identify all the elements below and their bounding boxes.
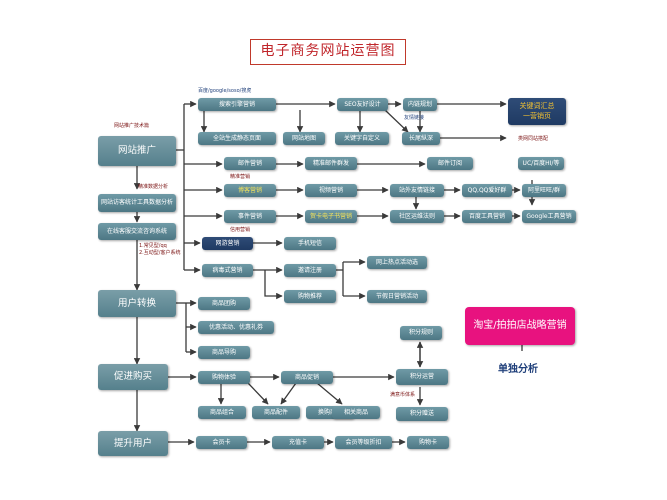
node-ali-wangwang: 阿里旺旺/群: [522, 184, 566, 197]
node-related-products: 相关商品: [332, 406, 380, 419]
node-sms: 手机短信: [284, 237, 336, 250]
node-product-promo: 商品促销: [281, 371, 333, 384]
note-tech: 网站推广技术篇: [114, 123, 150, 129]
node-promote-purchase: 促进购买: [98, 364, 168, 390]
node-static-pages: 全站生成静态页面: [198, 132, 276, 145]
node-user-conversion: 用户转换: [98, 290, 176, 317]
note-precise-marketing: 精准营销: [230, 174, 251, 180]
node-seo-design: SEO友好设计: [337, 98, 388, 111]
node-stats-tool: 网站访客统计工具数据分析: [98, 194, 176, 212]
node-uc-baidu: UC/百度HI/等: [518, 157, 564, 170]
node-points-ops: 积分运营: [396, 369, 448, 385]
node-network-games: 网游营销: [202, 237, 253, 250]
note-credit: 信用营销: [230, 227, 251, 233]
node-precise-email: 精准邮件群发: [305, 157, 357, 170]
node-invite: 邀请注册: [284, 264, 336, 277]
node-holiday-events: 节假日营销活动: [367, 290, 427, 303]
node-blog-marketing: 博客营销: [224, 184, 276, 197]
node-website-promotion: 网站推广: [98, 136, 176, 166]
node-community: 社区运维法则: [390, 210, 444, 223]
node-product-accessory: 商品配件: [252, 406, 300, 419]
node-keyword-custom: 关键字自定义: [335, 132, 389, 145]
node-discount: 优惠活动、优惠礼券: [198, 321, 274, 334]
node-product-guide: 商品导购: [198, 346, 250, 359]
node-shopping-recommend: 购物推荐: [284, 290, 336, 303]
node-long-tail: 长尾纵深: [402, 132, 440, 145]
note-consult-tools: 1.常见型/qq 2.互动型/客户系统: [139, 243, 181, 256]
note-baidu-google: 百度/google/soso/搜虎: [198, 88, 252, 94]
node-group-buy: 商品团购: [198, 297, 250, 310]
node-taobao-strategy: 淘宝/拍拍店战略营销: [465, 307, 575, 345]
node-inner-link: 内链规划: [403, 98, 437, 111]
node-email-marketing: 邮件营销: [224, 157, 276, 170]
node-qq-group: QQ,QQ爱好群: [462, 184, 512, 197]
node-member-level: 会员等级折扣: [335, 436, 392, 449]
node-upgrade-users: 提升用户: [98, 431, 168, 456]
note-points-system: 满意币体系: [390, 392, 416, 398]
node-google-tools: Google工具营销: [522, 210, 576, 223]
label-separate-analysis: 单独分析: [498, 364, 538, 375]
node-email-subscribe: 邮件订阅: [427, 157, 473, 170]
node-points-rules: 积分规则: [400, 326, 442, 340]
node-shopping-experience: 购物体验: [198, 371, 250, 384]
node-keyword-summary: 关键词汇总 一营销页: [508, 98, 566, 125]
diagram-title: 电子商务网站运营图: [250, 39, 406, 65]
node-ebook-marketing: 贺卡电子书营销: [305, 210, 357, 223]
node-product-combo: 商品组合: [198, 406, 246, 419]
node-viral: 病毒式营销: [202, 264, 253, 277]
node-points-gift: 积分赠送: [396, 407, 448, 421]
note-friendly-link: 友情链接: [404, 115, 425, 121]
node-baidu-tools: 百度工具营销: [462, 210, 512, 223]
node-consult-system: 在线客服交流咨询系统: [98, 223, 176, 240]
note-ad-network: 类网同站搭配: [518, 136, 549, 142]
node-recharge-card: 充值卡: [272, 436, 324, 449]
note-data-analysis: 精准数据分析: [138, 184, 169, 190]
node-shopping-card: 购物卡: [407, 436, 449, 449]
node-event-marketing: 事件营销: [224, 210, 276, 223]
node-online-events: 网上热点活动选: [367, 256, 427, 269]
node-video-marketing: 视频营销: [305, 184, 357, 197]
node-search-engine: 搜索引擎营销: [198, 98, 276, 111]
node-friend-links: 站外友情链接: [390, 184, 444, 197]
node-member-card: 会员卡: [196, 436, 247, 449]
node-site-map: 网站地图: [283, 132, 325, 145]
